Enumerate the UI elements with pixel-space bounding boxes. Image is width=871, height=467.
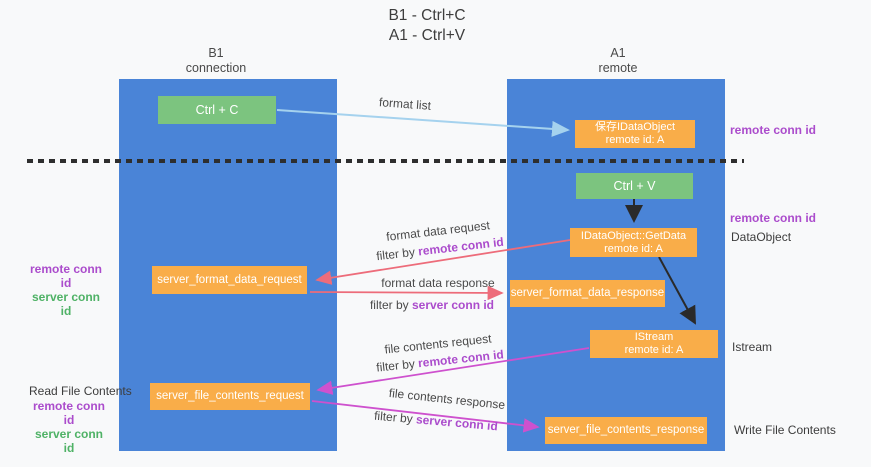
server-format-data-request-box: server_format_data_request bbox=[152, 266, 307, 294]
left-bottom-remote-conn-id: remote conn id bbox=[32, 399, 105, 427]
istream-line2: remote id: A bbox=[624, 344, 684, 356]
left-bottom-annotation: remote conn id server conn id bbox=[30, 399, 108, 455]
right-mid-remote-conn-id: remote conn id bbox=[730, 211, 817, 225]
filter-by-text: filter by bbox=[373, 408, 417, 427]
filter-by-server-conn-id-label-1: filter by server conn id bbox=[352, 298, 512, 312]
idataobject-getdata-line1: IDataObject::GetData bbox=[580, 229, 687, 242]
save-idataobject-line1: 保存IDataObject bbox=[594, 121, 676, 133]
right-column-header: A1 remote bbox=[558, 46, 678, 76]
diagram-title-line1: B1 - Ctrl+C bbox=[388, 7, 466, 24]
server-file-contents-response-label: server_file_contents_response bbox=[547, 424, 705, 436]
ctrl-c-label: Ctrl + C bbox=[195, 103, 239, 117]
left-bottom-server-conn-id: server conn id bbox=[34, 427, 104, 455]
ctrl-v-label: Ctrl + V bbox=[613, 179, 656, 193]
istream-note: Istream bbox=[732, 340, 773, 354]
right-top-remote-conn-id: remote conn id bbox=[730, 123, 817, 137]
server-format-data-request-label: server_format_data_request bbox=[157, 273, 302, 286]
idataobject-getdata-line2: remote id: A bbox=[604, 242, 663, 255]
diagram-title-line2: A1 - Ctrl+V bbox=[388, 27, 466, 44]
dataobject-note: DataObject bbox=[731, 230, 792, 244]
ctrl-v-box: Ctrl + V bbox=[576, 173, 693, 199]
save-idataobject-line2: remote id: A bbox=[605, 134, 665, 146]
istream-line1: IStream bbox=[634, 331, 674, 343]
save-idataobject-box: 保存IDataObject remote id: A bbox=[575, 120, 695, 148]
idataobject-getdata-box: IDataObject::GetData remote id: A bbox=[570, 228, 697, 257]
write-file-contents-note: Write File Contents bbox=[734, 423, 836, 437]
filter-by-server-conn-id-label-2: filter by server conn id bbox=[356, 407, 517, 435]
server-conn-id-text: server conn id bbox=[411, 298, 495, 312]
left-remote-conn-id: remote conn id bbox=[29, 262, 102, 290]
format-list-label: format list bbox=[378, 95, 432, 113]
read-file-contents-note: Read File Contents bbox=[29, 384, 132, 398]
ctrl-c-box: Ctrl + C bbox=[158, 96, 276, 124]
right-column-subtitle: remote bbox=[598, 61, 638, 75]
left-column-name: B1 bbox=[208, 46, 224, 60]
server-format-data-response-label: server_format_data_response bbox=[510, 287, 665, 299]
server-conn-id-text: server conn id bbox=[415, 412, 499, 434]
server-file-contents-response-box: server_file_contents_response bbox=[545, 417, 707, 444]
filter-by-text: filter by bbox=[369, 298, 412, 312]
left-column-subtitle: connection bbox=[185, 61, 247, 75]
server-file-contents-request-label: server_file_contents_request bbox=[156, 390, 304, 402]
left-mid-annotation: remote conn id server conn id bbox=[27, 262, 105, 318]
left-server-conn-id: server conn id bbox=[31, 290, 101, 318]
filter-by-text: filter by bbox=[375, 244, 419, 264]
istream-box: IStream remote id: A bbox=[590, 330, 718, 358]
diagram-title: B1 - Ctrl+C A1 - Ctrl+V bbox=[347, 6, 507, 46]
format-data-response-arrow bbox=[309, 285, 504, 301]
server-file-contents-request-box: server_file_contents_request bbox=[150, 383, 310, 410]
right-column-name: A1 bbox=[610, 46, 626, 60]
server-format-data-response-box: server_format_data_response bbox=[510, 280, 665, 307]
phase-separator-dashed-line bbox=[27, 159, 744, 163]
left-column-header: B1 connection bbox=[156, 46, 276, 76]
filter-by-text: filter by bbox=[375, 356, 419, 375]
format-data-response-label: format data response bbox=[381, 276, 495, 290]
